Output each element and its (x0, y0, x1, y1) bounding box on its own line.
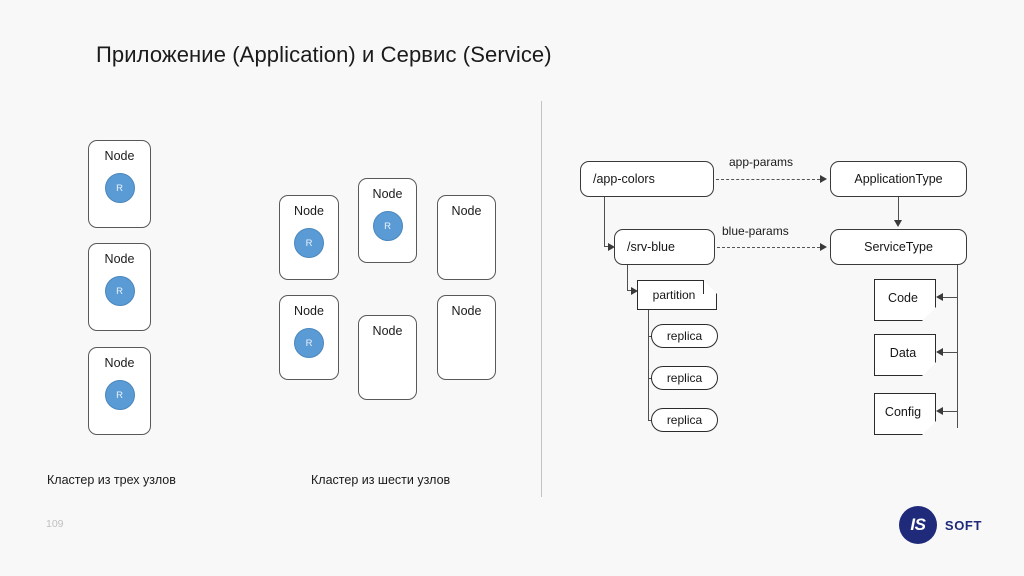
arrowhead-srv-blue (608, 242, 615, 251)
arrowhead-code (936, 293, 943, 301)
node-label: Node (104, 356, 135, 370)
brand-logo: IS SOFT (898, 506, 982, 544)
diagram-node-code: Code (874, 279, 936, 321)
arrowhead-config (936, 407, 943, 415)
partition-fold-corner (703, 280, 717, 294)
six-node-cluster-caption: Кластер из шести узлов (311, 473, 451, 487)
diagram-node-replica-1: replica (651, 324, 718, 348)
connector-blue-params-dashed (717, 247, 820, 248)
partition-label: partition (652, 288, 696, 302)
brand-logo-text: SOFT (944, 517, 982, 533)
node-label: Node (372, 187, 403, 201)
node-label: Node (451, 304, 482, 318)
is-logo-icon: IS (898, 506, 937, 544)
page-number: 109 (46, 518, 64, 530)
diagram-node-data: Data (874, 334, 936, 376)
connector-app-params-dashed (716, 179, 820, 180)
edge-label-blue-params: blue-params (722, 224, 789, 238)
diagram-node-application-type: ApplicationType (830, 161, 967, 197)
connector-data (943, 352, 957, 354)
data-label: Data (889, 346, 917, 360)
node-label: Node (372, 324, 403, 338)
replica-badge: R (294, 328, 324, 358)
diagram-node-config: Config (874, 393, 936, 435)
replica-badge: R (104, 173, 135, 203)
connector-apptype-servicetype (898, 197, 900, 222)
data-shape-body (874, 334, 936, 376)
node-box: Node (437, 195, 496, 280)
diagram-node-replica-2: replica (651, 366, 718, 390)
diagram-node-replica-3: replica (651, 408, 718, 432)
replica-badge: R (104, 380, 135, 410)
code-label: Code (888, 291, 918, 305)
arrowhead-service-type (820, 243, 827, 251)
diagram-node-app-colors: /app-colors (580, 161, 714, 197)
replica-badge: R (104, 276, 135, 306)
node-label: Node (104, 252, 135, 266)
node-box: Node R (88, 140, 151, 228)
page-title: Приложение (Application) и Сервис (Servi… (96, 42, 552, 67)
connector-srvblue-partition-vertical (627, 265, 629, 291)
connector-partition-replicas-trunk (648, 310, 650, 420)
connector-appcolors-srvblue-horizontal (604, 246, 610, 248)
node-box: Node R (88, 347, 151, 435)
node-box: Node (358, 315, 417, 400)
replica-badge: R (372, 211, 403, 241)
replica-badge: R (294, 228, 324, 258)
node-box: Node (437, 295, 496, 380)
node-label: Node (451, 204, 482, 218)
edge-label-app-params: app-params (729, 155, 794, 169)
diagram-node-service-type: ServiceType (830, 229, 967, 265)
code-shape-body (874, 279, 936, 321)
node-box: Node R (279, 195, 339, 280)
diagram-node-srv-blue: /srv-blue (614, 229, 715, 265)
node-label: Node (104, 149, 135, 163)
connector-srvblue-partition-horizontal (627, 290, 633, 292)
connector-servicetype-artifacts-trunk (957, 265, 959, 428)
three-node-cluster-caption: Кластер из трех узлов (47, 473, 176, 487)
arrowhead-application-type (820, 175, 827, 183)
node-box: Node R (358, 178, 417, 263)
connector-config (943, 411, 957, 413)
section-divider (541, 101, 542, 497)
arrowhead-data (936, 348, 943, 356)
config-label: Config (884, 405, 922, 419)
config-shape-body (874, 393, 936, 435)
arrowhead-partition (631, 286, 638, 295)
node-box: Node R (88, 243, 151, 331)
node-label: Node (294, 204, 324, 218)
connector-appcolors-srvblue-vertical (604, 197, 606, 247)
connector-code (943, 297, 957, 299)
node-box: Node R (279, 295, 339, 380)
arrowhead-service-type-top (894, 220, 902, 227)
diagram-node-partition: partition (637, 280, 717, 310)
node-label: Node (294, 304, 324, 318)
